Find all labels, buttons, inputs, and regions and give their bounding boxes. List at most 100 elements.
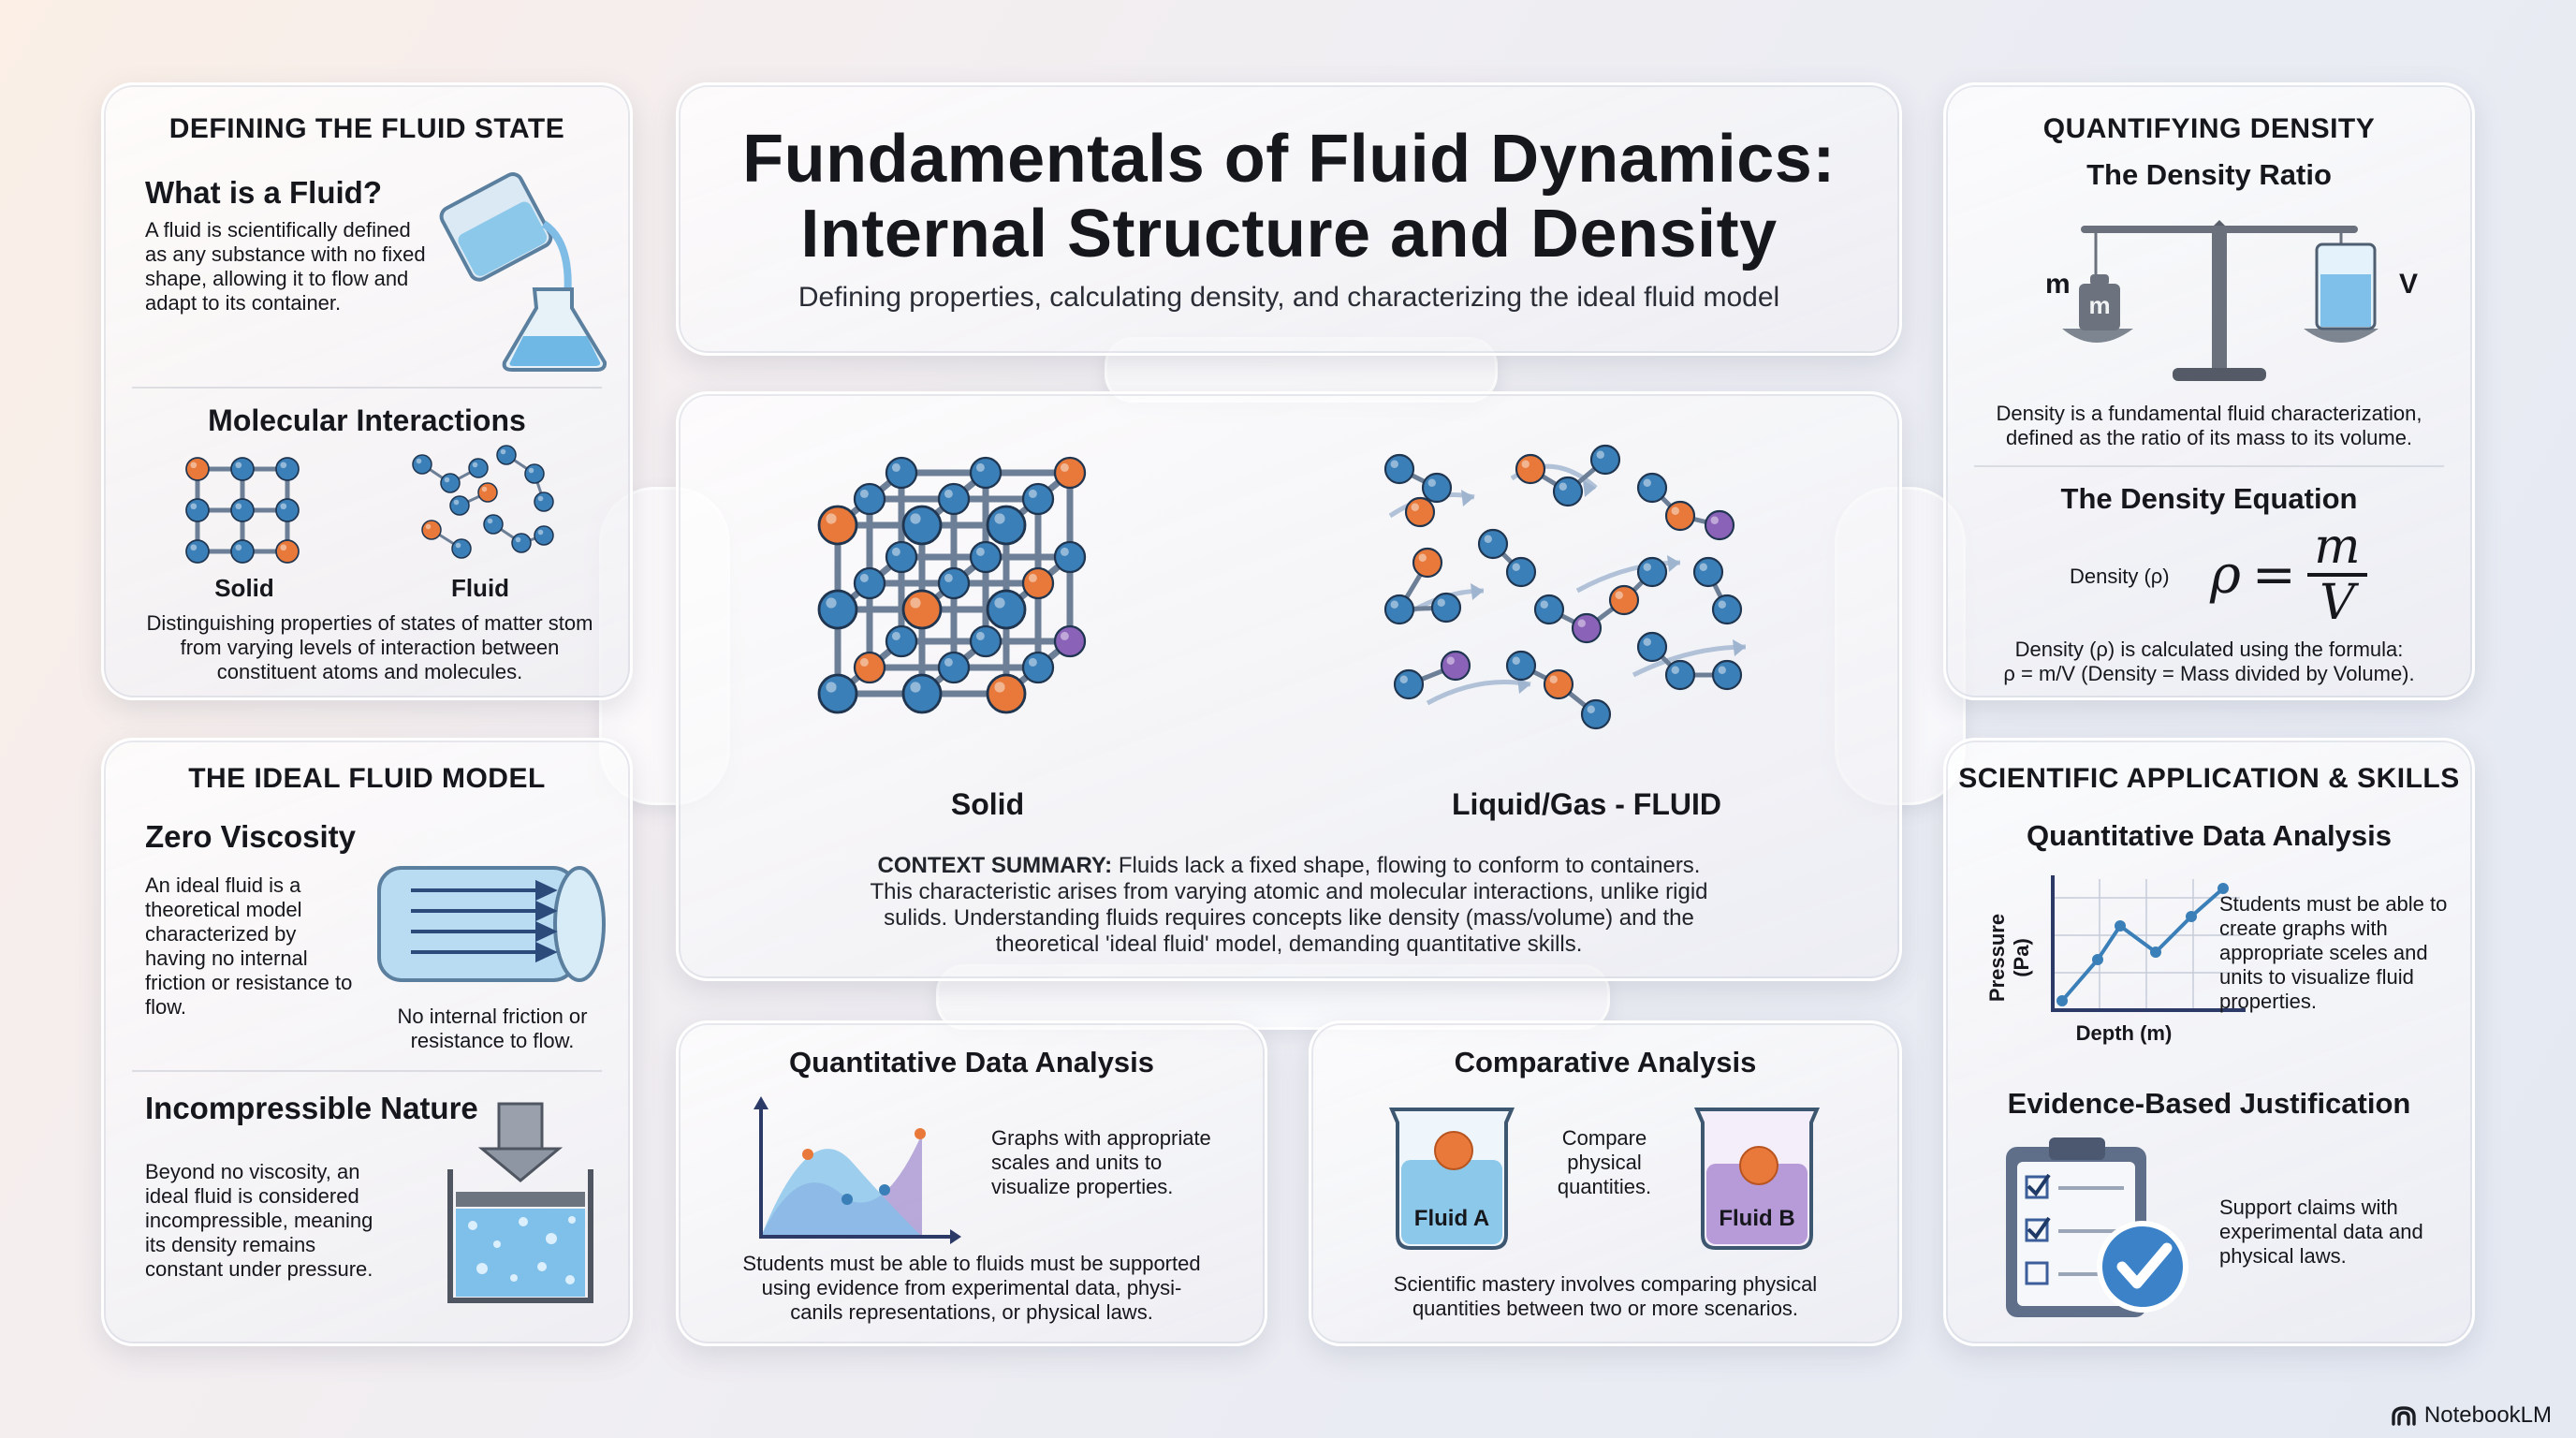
density-ratio-heading: The Density Ratio xyxy=(2086,158,2332,191)
atom xyxy=(1421,472,1453,504)
atom-highlight xyxy=(1512,656,1520,665)
compare-line: Scientific mastery involves comparing ph… xyxy=(1393,1272,1818,1296)
atom-highlight xyxy=(1060,547,1069,556)
atom xyxy=(885,624,918,658)
weight-label: m xyxy=(2088,291,2111,319)
section-title: THE IDEAL FLUID MODEL xyxy=(188,763,546,794)
atom-highlight xyxy=(859,573,869,582)
atom xyxy=(1053,540,1087,574)
summary-line: This characteristic arises from varying … xyxy=(870,879,1708,904)
flow-arrowhead xyxy=(1667,555,1680,572)
atom xyxy=(185,498,210,522)
atom xyxy=(817,589,858,630)
eq-equals: = xyxy=(2251,544,2296,606)
divider xyxy=(1974,465,2444,467)
atom xyxy=(1505,556,1537,588)
flow-arrow xyxy=(1632,644,1747,678)
atom xyxy=(969,624,1003,658)
compare-card-bottom: Scientific mastery involves comparing ph… xyxy=(1330,1272,1881,1321)
atom xyxy=(412,454,432,475)
atom-highlight xyxy=(1060,631,1069,640)
pipe-flow-icon xyxy=(377,866,606,982)
atom-highlight xyxy=(826,682,837,693)
atom-highlight xyxy=(1484,535,1492,543)
equation-line: Density (ρ) is calculated using the form… xyxy=(2014,638,2404,661)
skills-quant-heading: Quantitative Data Analysis xyxy=(2027,819,2392,852)
atom xyxy=(1664,659,1696,691)
atom-highlight xyxy=(1718,666,1726,674)
atom-highlight xyxy=(528,467,534,474)
density-equation-text: Density (ρ) is calculated using the form… xyxy=(1965,638,2453,686)
atom xyxy=(1636,631,1668,663)
atom xyxy=(1515,453,1546,485)
atom xyxy=(534,525,554,546)
molecular-interactions-heading: Molecular Interactions xyxy=(208,404,526,437)
atom-highlight xyxy=(425,523,432,530)
fluid-state-card: DEFINING THE FLUID STATE What is a Fluid… xyxy=(101,82,633,700)
atom xyxy=(986,589,1027,630)
evidence-heading: Evidence-Based Justification xyxy=(2007,1087,2411,1120)
quant-card-bottom: Students must be able to fluids must be … xyxy=(697,1252,1246,1325)
solid-lattice-icon xyxy=(185,457,300,564)
atom-highlight xyxy=(481,486,488,492)
mini-solid-label: Solid xyxy=(214,574,274,602)
divider xyxy=(132,1070,602,1072)
pipe-caption: No internal friction or resistance to fl… xyxy=(397,1005,588,1052)
atom xyxy=(511,533,532,553)
atom xyxy=(468,458,489,478)
atom xyxy=(1692,556,1724,588)
atom-highlight xyxy=(891,631,900,640)
atom xyxy=(885,540,918,574)
atom xyxy=(986,673,1027,714)
atom xyxy=(449,495,470,516)
atom xyxy=(1543,668,1574,700)
atom xyxy=(853,651,886,684)
flow-arrowhead xyxy=(1583,480,1596,497)
atom-highlight xyxy=(1540,600,1548,609)
evidence-text: Support claims with experimental data an… xyxy=(2219,1196,2423,1268)
atom xyxy=(1021,482,1055,516)
notebooklm-logo-icon xyxy=(2392,1406,2416,1426)
divider xyxy=(132,387,602,389)
atom xyxy=(1711,594,1743,625)
atom xyxy=(1664,500,1696,532)
brand-name: NotebookLM xyxy=(2423,1402,2552,1428)
pressure-depth-graph-icon xyxy=(2051,875,2246,1012)
atom xyxy=(901,589,943,630)
atom xyxy=(421,520,442,540)
atom xyxy=(1440,650,1471,682)
atom-highlight xyxy=(910,597,921,609)
flow-arrowhead xyxy=(1471,583,1484,600)
atom-highlight xyxy=(1390,460,1398,468)
atom-highlight xyxy=(975,631,985,640)
atom xyxy=(937,482,971,516)
atom xyxy=(853,566,886,600)
compare-card-title: Comparative Analysis xyxy=(1454,1046,1757,1078)
incompressible-heading: Incompressible Nature xyxy=(145,1091,478,1125)
quant-analysis-card: Quantitative Data Analysis Graphs with a… xyxy=(676,1020,1267,1346)
quant-card-side-text: Graphs with appropriate scales and units… xyxy=(991,1126,1211,1198)
atom xyxy=(185,457,210,481)
atom-highlight xyxy=(1643,638,1651,646)
atom-highlight xyxy=(455,542,461,549)
atom-highlight xyxy=(975,547,985,556)
atom xyxy=(1053,624,1087,658)
atom xyxy=(1704,509,1735,541)
atom-highlight xyxy=(1427,478,1436,487)
brand: NotebookLM xyxy=(2391,1402,2552,1429)
eq-rho: ρ xyxy=(2210,544,2241,606)
fluid-molecules-icon xyxy=(412,445,554,559)
atom xyxy=(1571,612,1603,644)
atom-highlight xyxy=(944,489,953,498)
atom-highlight xyxy=(1699,563,1707,571)
beaker-a-icon xyxy=(1388,1108,1515,1250)
mini-fluid-label: Fluid xyxy=(450,574,510,602)
density-card: QUANTIFYING DENSITY The Density Ratio m … xyxy=(1943,82,2475,700)
eq-denominator: V xyxy=(2320,575,2355,631)
atom-highlight xyxy=(1718,600,1726,609)
atom xyxy=(937,651,971,684)
atom-highlight xyxy=(994,682,1005,693)
atom-highlight xyxy=(994,513,1005,524)
atom xyxy=(1383,594,1415,625)
atom-highlight xyxy=(1390,600,1398,609)
